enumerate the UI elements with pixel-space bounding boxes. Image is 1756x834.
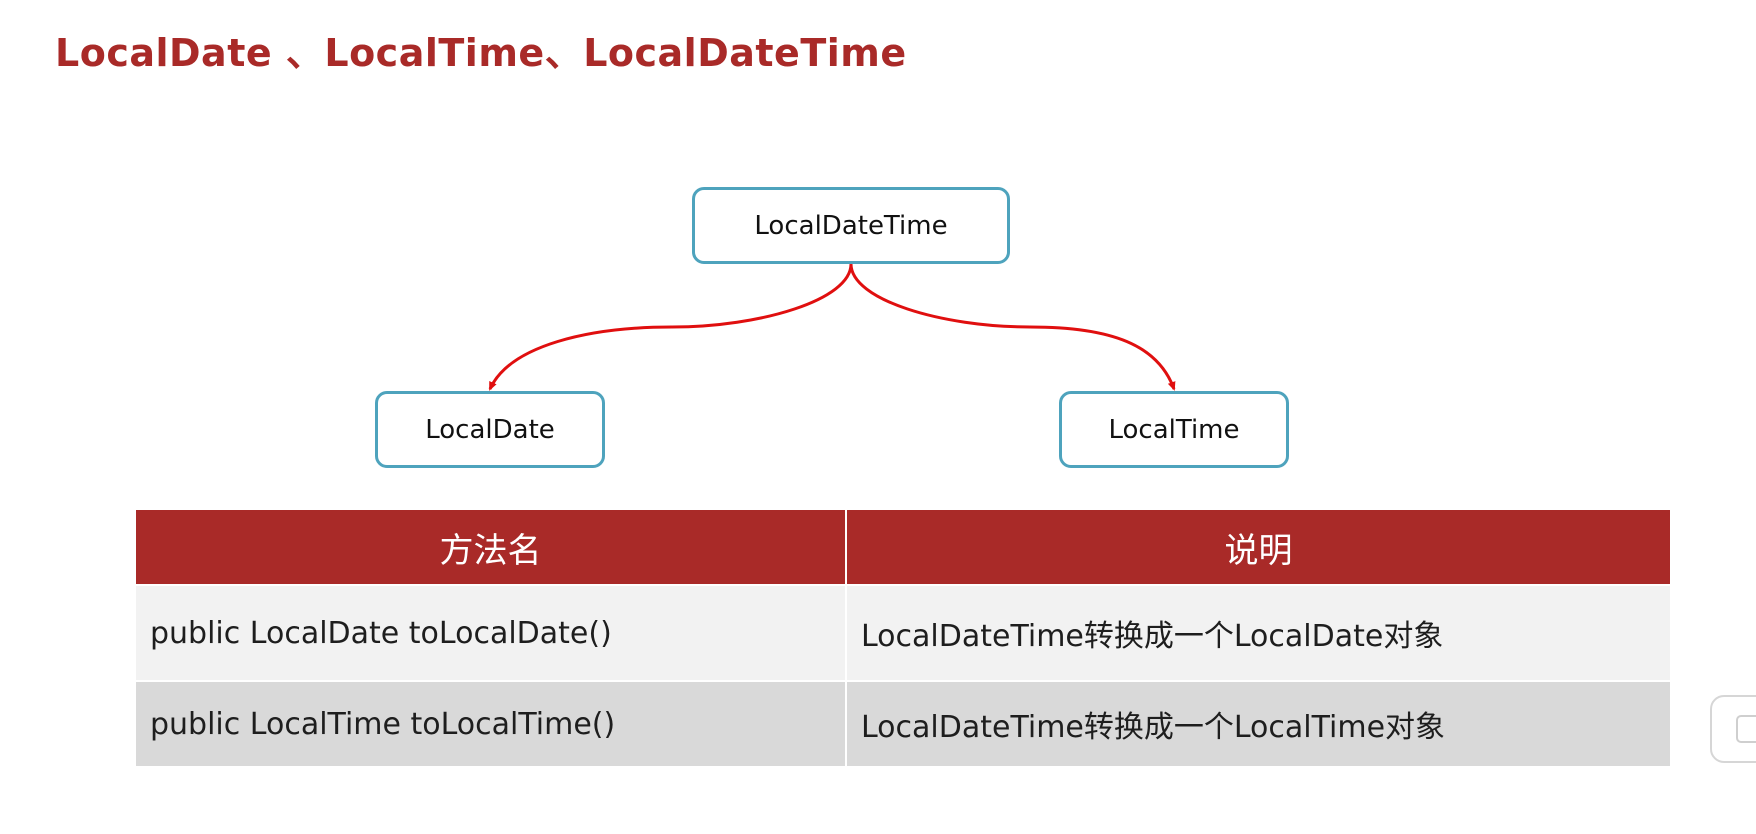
widget-icon [1736,715,1756,743]
node-localtime: LocalTime [1059,391,1289,468]
table-row: public LocalTime toLocalTime() LocalDate… [136,680,1670,766]
side-float-widget[interactable] [1710,695,1756,763]
node-localdatetime: LocalDateTime [692,187,1010,264]
method-cell: public LocalTime toLocalTime() [136,680,847,766]
edge-root-to-localdate [488,263,853,391]
method-table: 方法名 说明 public LocalDate toLocalDate() Lo… [136,510,1670,766]
header-method-name: 方法名 [136,510,847,585]
table-header-row: 方法名 说明 [136,510,1670,585]
edge-root-to-localtime [849,263,1176,391]
method-cell: public LocalDate toLocalDate() [136,584,847,681]
node-localdate: LocalDate [375,391,605,468]
page-title: LocalDate 、LocalTime、LocalDateTime [55,31,907,75]
header-description: 说明 [846,510,1670,585]
table-row: public LocalDate toLocalDate() LocalDate… [136,584,1670,681]
description-cell: LocalDateTime转换成一个LocalTime对象 [846,680,1670,766]
description-cell: LocalDateTime转换成一个LocalDate对象 [846,584,1670,681]
